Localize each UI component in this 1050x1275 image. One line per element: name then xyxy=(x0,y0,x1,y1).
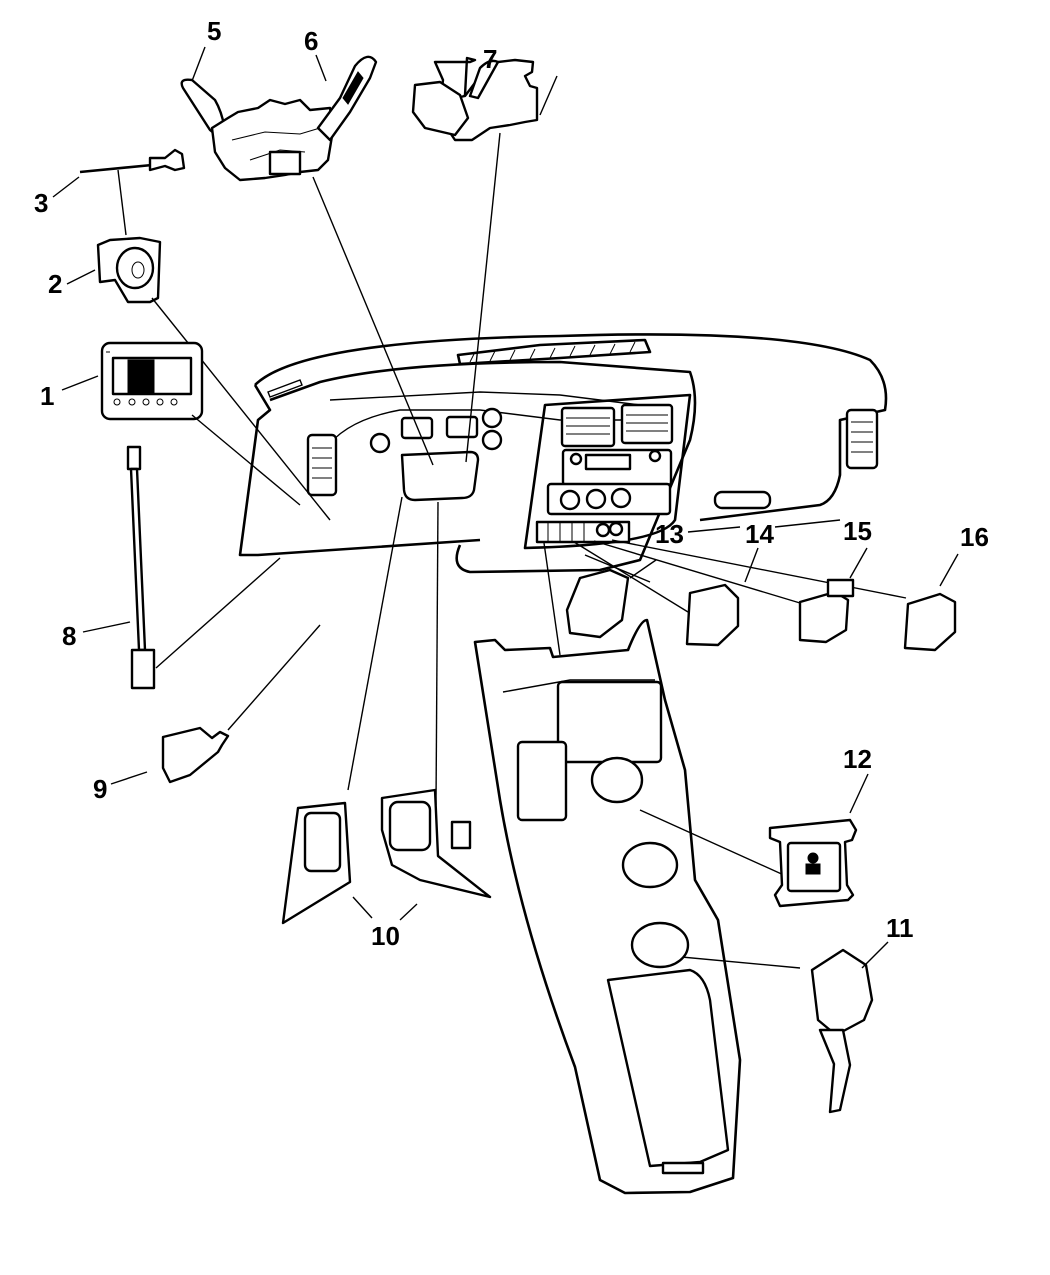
callout-1: 1 xyxy=(40,381,54,411)
rocker-switches xyxy=(565,568,957,652)
callout-12: 12 xyxy=(843,744,872,774)
callout-6: 6 xyxy=(304,26,318,56)
brake-lamp-switch xyxy=(161,624,321,784)
steering-wheel-bezels xyxy=(281,788,492,925)
callout-16: 16 xyxy=(960,522,989,552)
callout-5: 5 xyxy=(207,16,221,46)
callout-10: 10 xyxy=(371,921,400,951)
callouts: 1 2 3 5 6 7 8 9 10 11 12 13 14 15 16 xyxy=(34,16,989,969)
multifunction-switch xyxy=(180,55,378,182)
actuator-pin xyxy=(79,148,186,236)
switch-bracket xyxy=(810,948,874,1114)
callout-3: 3 xyxy=(34,188,48,218)
callout-2: 2 xyxy=(48,269,62,299)
headlamp-switch-module xyxy=(100,341,301,506)
heated-seat-switch xyxy=(768,818,858,908)
column-switch xyxy=(411,56,539,142)
callout-11: 11 xyxy=(886,913,914,943)
callout-9: 9 xyxy=(93,774,107,804)
wire-pigtail xyxy=(126,445,281,690)
callout-15: 15 xyxy=(843,516,872,546)
ignition-housing xyxy=(96,236,331,521)
callout-13: 13 xyxy=(655,519,684,549)
leader-lines xyxy=(312,132,907,969)
callout-7: 7 xyxy=(483,44,497,74)
instrument-panel xyxy=(238,333,888,574)
center-console xyxy=(473,618,742,1195)
callout-8: 8 xyxy=(62,621,76,651)
callout-14: 14 xyxy=(745,519,774,549)
